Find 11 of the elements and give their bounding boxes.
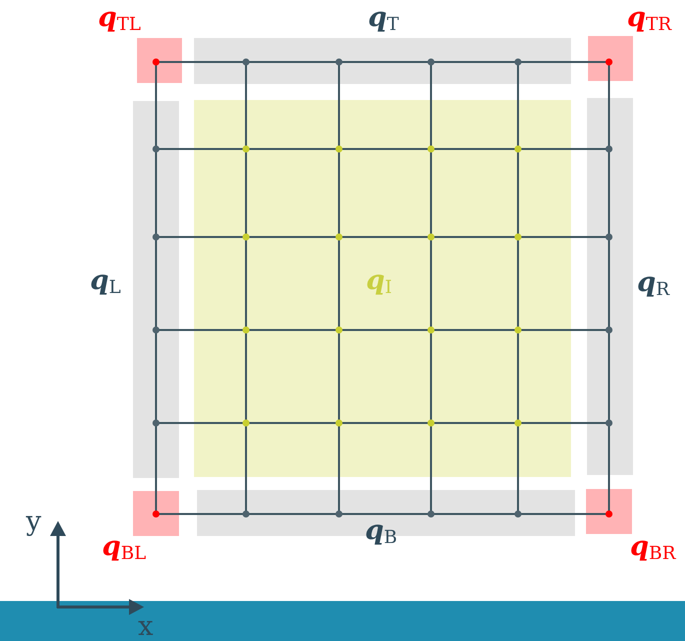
math-label: q$_{R}$ [637, 268, 670, 302]
math-label: q$_{I}$ [366, 266, 392, 300]
math-label: x [138, 612, 154, 641]
math-label: q$_{TR}$ [627, 3, 672, 37]
math-label: y [26, 507, 42, 537]
math-label: q$_{BR}$ [630, 532, 676, 566]
math-label: q$_{BL}$ [102, 532, 146, 566]
math-label: q$_{TL}$ [98, 3, 141, 37]
math-label: q$_{B}$ [365, 516, 398, 550]
math-label: q$_{T}$ [368, 3, 399, 37]
math-label: q$_{L}$ [90, 266, 121, 300]
